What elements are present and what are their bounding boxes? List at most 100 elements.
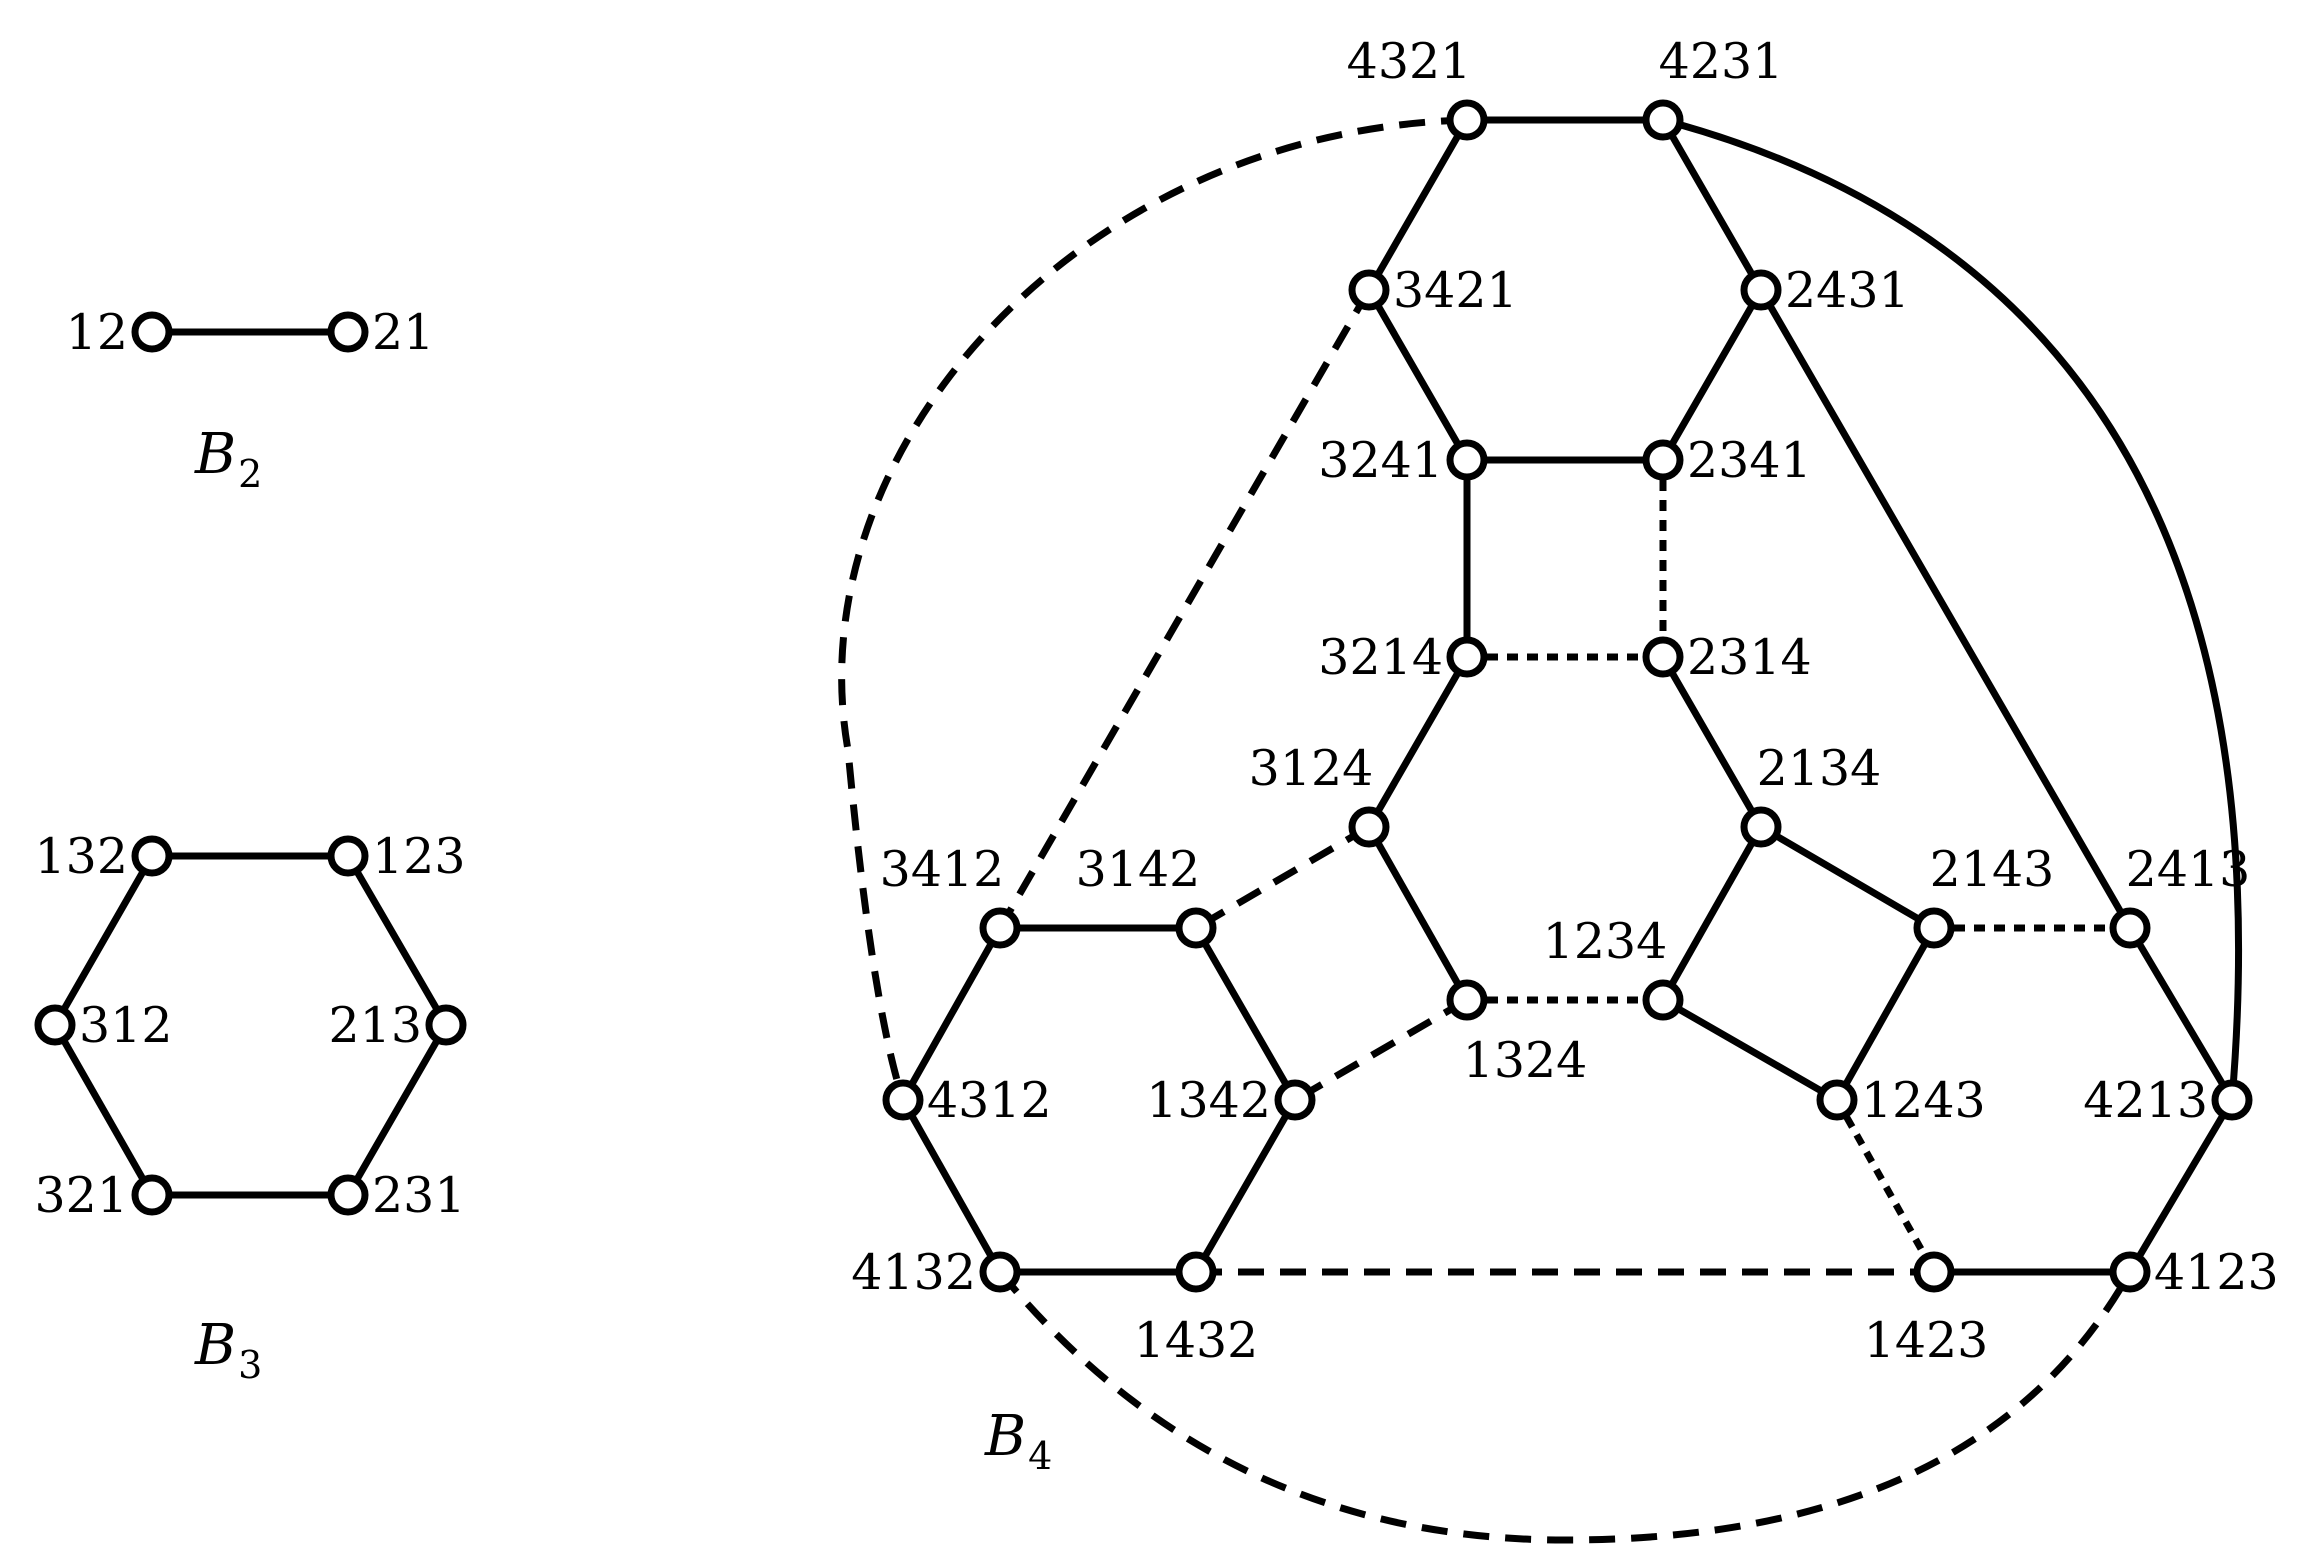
b4-vertex-2314 [1642, 636, 1684, 678]
b3-vertex-label-123: 123 [372, 828, 466, 885]
b4-vertex-label-3412: 3412 [880, 841, 1005, 898]
b4-edge-1234-1243 [1661, 996, 1839, 1104]
b4-vertex-label-1324: 1324 [1463, 1032, 1588, 1089]
b4-vertex-label-4123: 4123 [2154, 1244, 2279, 1301]
b4-graph-label: B4 [984, 1404, 1052, 1478]
b4-graph-label-subscript: 4 [1028, 1434, 1052, 1478]
b3-vertex-213 [425, 1004, 467, 1046]
b3-vertex-label-231: 231 [372, 1167, 466, 1224]
b4-vertex-label-2134: 2134 [1757, 740, 1882, 797]
b4-vertex-label-3421: 3421 [1393, 262, 1518, 319]
b4-edge-2314-2134 [1659, 655, 1765, 829]
b4-vertex-3241 [1446, 439, 1488, 481]
b4-vertex-label-1234: 1234 [1543, 913, 1668, 970]
b4-edge-3421-3241 [1365, 288, 1471, 462]
b4-edge-2431-2413 [1757, 288, 2134, 930]
b4-vertex-3124 [1348, 806, 1390, 848]
b4-edge-3214-3124 [1365, 655, 1471, 829]
b4-edge-4123-4213 [2126, 1098, 2236, 1274]
b4-vertex-label-4321: 4321 [1347, 33, 1472, 90]
b4-vertex-3412 [979, 907, 1021, 949]
b2-graph-label-subscript: 2 [238, 452, 262, 496]
b3-edge-123-213 [344, 854, 450, 1027]
b4-vertex-3421 [1348, 269, 1390, 311]
b3-vertex-label-321: 321 [34, 1167, 128, 1224]
b4-vertex-1342 [1274, 1079, 1316, 1121]
b3-vertex-label-213: 213 [328, 997, 422, 1054]
b4-vertex-label-2314: 2314 [1687, 629, 1812, 686]
b4-vertex-label-3142: 3142 [1076, 841, 1201, 898]
b3-vertex-label-132: 132 [34, 828, 128, 885]
b4-edge-3124-1324 [1365, 825, 1471, 1002]
b4-edge-4321-4312 [838, 116, 1468, 1102]
b4-edge-2431-2341 [1659, 288, 1765, 462]
b4-vertex-label-2431: 2431 [1785, 262, 1910, 319]
b3-vertex-231 [327, 1174, 369, 1216]
b4-vertex-label-1243: 1243 [1861, 1072, 1986, 1129]
b4-vertex-label-1342: 1342 [1146, 1072, 1271, 1129]
b4-vertex-label-4132: 4132 [851, 1244, 976, 1301]
b3-graph-label-subscript: 3 [238, 1343, 262, 1387]
b4-vertex-3214 [1446, 636, 1488, 678]
b4-vertex-4213 [2211, 1079, 2253, 1121]
b4-vertex-label-4312: 4312 [927, 1072, 1052, 1129]
b4-edge-3124-3142 [1194, 823, 1371, 932]
b4-vertex-2341 [1642, 439, 1684, 481]
b3-edge-312-132 [51, 854, 156, 1027]
b4-vertex-label-2413: 2413 [2126, 841, 2251, 898]
b4-edge-2134-1234 [1659, 825, 1765, 1002]
b4-vertex-label-4231: 4231 [1659, 33, 1784, 90]
b4-vertex-4231 [1642, 99, 1684, 141]
b4-edge-3142-1342 [1192, 926, 1299, 1102]
b4-graph-label-letter: B [984, 1404, 1026, 1469]
b4-vertex-1432 [1175, 1251, 1217, 1293]
b3-vertex-312 [34, 1004, 76, 1046]
b4-vertex-3142 [1175, 907, 1217, 949]
b4-vertex-2413 [2109, 907, 2151, 949]
b2-graph-label-letter: B [194, 422, 236, 487]
b4-edge-3421-3412 [996, 288, 1373, 930]
edges-layer [51, 116, 2242, 1544]
b4-edge-4312-4132 [899, 1098, 1004, 1274]
b4-edge-3412-4312 [899, 926, 1004, 1102]
b4-vertex-1423 [1913, 1251, 1955, 1293]
b4-vertex-label-1432: 1432 [1134, 1312, 1259, 1369]
b4-vertex-2143 [1913, 907, 1955, 949]
b4-vertex-label-3214: 3214 [1318, 629, 1443, 686]
b2-vertex-21 [327, 311, 369, 353]
b4-vertex-label-2143: 2143 [1930, 841, 2055, 898]
b4-vertex-1324 [1446, 979, 1488, 1021]
b2-graph-label: B2 [194, 422, 262, 496]
b4-edge-4231-4213 [1662, 116, 2242, 1101]
b4-vertex-4312 [882, 1079, 924, 1121]
b4-vertex-2134 [1740, 806, 1782, 848]
b4-edge-1324-1342 [1293, 996, 1469, 1104]
b2-vertex-label-12: 12 [66, 304, 128, 361]
b4-vertex-label-3124: 3124 [1249, 740, 1374, 797]
b4-edge-4132-4123 [997, 1269, 2134, 1544]
b4-vertex-label-3241: 3241 [1318, 432, 1443, 489]
b4-vertex-4123 [2109, 1251, 2151, 1293]
b4-vertex-label-4213: 4213 [2083, 1072, 2208, 1129]
b3-vertex-132 [131, 835, 173, 877]
b3-vertex-123 [327, 835, 369, 877]
b2-vertex-label-21: 21 [372, 304, 434, 361]
b4-edge-4321-3421 [1365, 118, 1471, 292]
b3-edge-321-312 [51, 1023, 156, 1197]
b4-vertex-1234 [1642, 979, 1684, 1021]
b4-vertex-4132 [979, 1251, 1021, 1293]
b3-edge-213-231 [344, 1023, 450, 1197]
b4-edge-1243-1423 [1833, 1098, 1938, 1274]
b2-vertex-12 [131, 311, 173, 353]
b4-vertex-2431 [1740, 269, 1782, 311]
b4-vertex-label-2341: 2341 [1687, 432, 1812, 489]
b4-edge-2413-4213 [2126, 926, 2236, 1102]
b4-edge-1342-1432 [1192, 1098, 1299, 1274]
b3-vertex-321 [131, 1174, 173, 1216]
vertices-layer [34, 99, 2253, 1293]
b4-vertex-1243 [1816, 1079, 1858, 1121]
b4-edge-2143-1243 [1833, 926, 1938, 1102]
